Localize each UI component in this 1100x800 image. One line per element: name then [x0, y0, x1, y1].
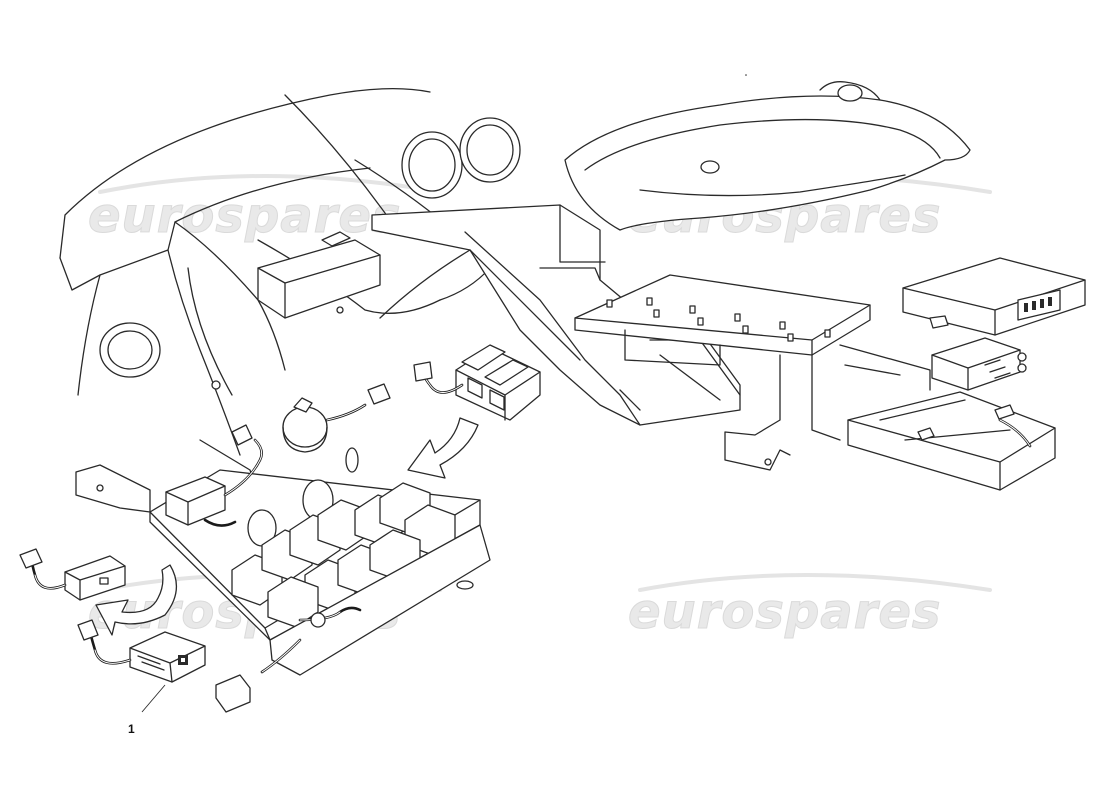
curved-arrow-upper — [407, 417, 479, 479]
watermark-text: eurospares — [628, 584, 942, 640]
relay-module-left — [19, 548, 126, 601]
callout-number: 1 — [128, 722, 135, 736]
dashboard-panel — [59, 88, 561, 501]
watermark-bottom-right: eurospares — [628, 573, 992, 641]
stud-row — [606, 297, 831, 342]
glovebox-lid — [564, 81, 971, 231]
control-unit-middle — [931, 337, 1027, 391]
mounting-plate — [574, 274, 931, 471]
control-unit-lower — [847, 391, 1056, 491]
watermark-text: eurospares — [88, 188, 402, 244]
part-1-relay-module — [77, 619, 206, 683]
centre-console — [371, 204, 741, 426]
curved-arrow-lower — [95, 564, 177, 636]
relay-board — [75, 424, 491, 713]
leader-line — [141, 684, 166, 713]
relay-row — [231, 482, 456, 628]
control-unit-upper — [902, 257, 1086, 336]
relay-plug-cluster — [413, 344, 541, 421]
buzzer — [282, 383, 391, 453]
stray-mark — [745, 74, 747, 76]
watermark-top-left: eurospares — [88, 174, 442, 245]
callout-1: 1 — [128, 684, 166, 736]
